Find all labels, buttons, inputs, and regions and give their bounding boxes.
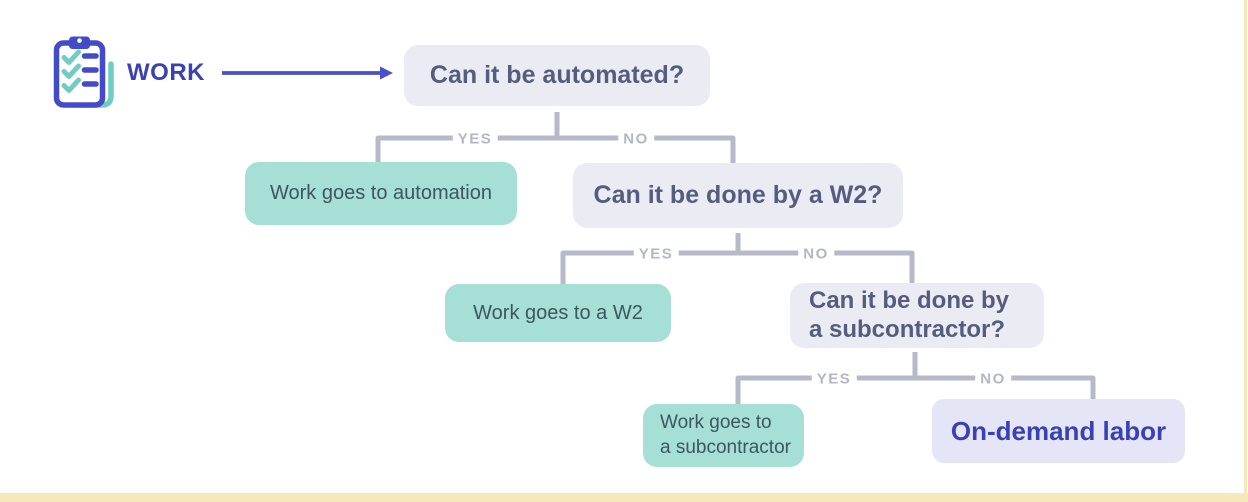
outcome-work-goes-to-a-w2: Work goes to a W2 [445,284,671,342]
edge-label-q3-no: NO [975,370,1011,388]
outcome-work-goes-to-a-subcontractor: Work goes to a subcontractor [643,404,804,467]
edge-label-q1-no: NO [618,130,654,148]
question-can-it-be-done-by-a-w2: Can it be done by a W2? [573,163,903,228]
question-can-it-be-automated: Can it be automated? [404,45,710,106]
work-label: WORK [127,59,205,86]
edge-label-q3-yes: YES [811,370,857,388]
page-background-edge-right [1244,0,1247,502]
edge-label-q2-yes: YES [633,245,679,263]
edge-label-q1-yes: YES [452,130,498,148]
clipboard-checklist-icon [53,36,114,108]
outcome-on-demand-labor: On-demand labor [932,399,1185,463]
edge-label-q2-no: NO [798,245,834,263]
branch1-line [375,135,736,165]
outcome-work-goes-to-automation: Work goes to automation [245,162,517,225]
page-background-edge-bottom [0,493,1248,502]
branch3-line [735,375,1096,407]
work-arrow [222,66,393,80]
question-can-it-be-done-by-a-subcontractor: Can it be done by a subcontractor? [790,283,1044,348]
branch2-line [560,250,915,287]
